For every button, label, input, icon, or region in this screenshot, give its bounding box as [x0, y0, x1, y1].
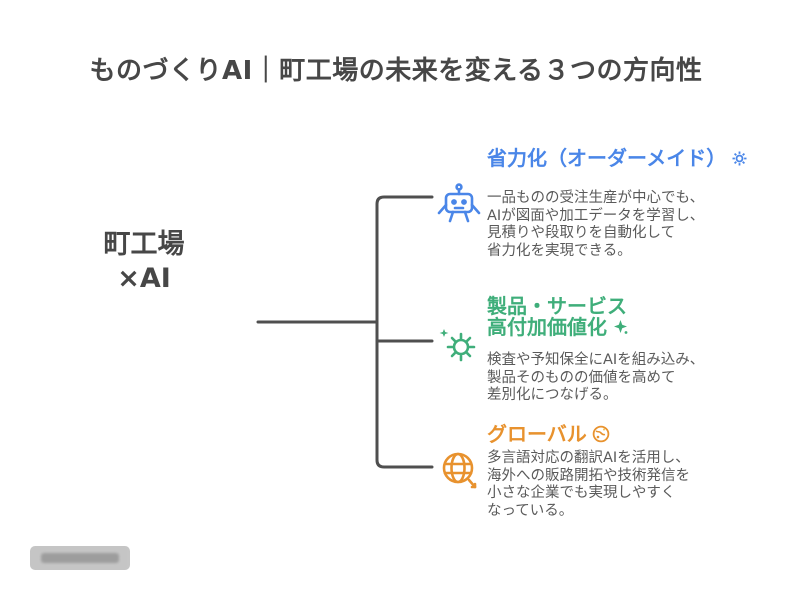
watermark-text-blur — [41, 553, 119, 563]
body-line: 小さな企業でも実現しやすく — [487, 485, 676, 501]
gear-icon — [439, 329, 476, 362]
body-line: 差別化につなげる。 — [487, 387, 618, 403]
root-node-label: 町工場 ×AI — [94, 228, 194, 296]
branch-body-global: 多言語対応の翻訳AIを活用し、 海外への販路開拓や技術発信を 小さな企業でも実現… — [487, 450, 690, 520]
gear-emoji-icon — [731, 150, 748, 171]
branch-heading-high-value: 製品・サービス 高付加価値化 — [487, 296, 629, 340]
body-line: 省力化を実現できる。 — [487, 242, 632, 259]
body-line: AIが図面や加工データを学習し、 — [487, 207, 705, 224]
branch-body-automation: 一品ものの受注生産が中心でも、 AIが図面や加工データを学習し、 見積りや段取り… — [487, 190, 704, 260]
root-label-line2: ×AI — [117, 263, 171, 294]
watermark-badge — [30, 546, 130, 570]
root-label-line1: 町工場 — [103, 229, 185, 260]
branch-heading-automation-label: 省力化（オーダーメイド） — [487, 146, 727, 170]
page-title: ものづくりAI｜町工場の未来を変える３つの方向性 — [89, 56, 703, 86]
body-line: 一品ものの受注生産が中心でも、 — [487, 190, 705, 206]
sparkle-emoji-icon — [612, 319, 629, 340]
branch-heading-high-value-line2-label: 高付加価値化 — [487, 315, 607, 339]
bracket-line — [375, 195, 434, 469]
body-line: 見積りや段取りを自動化して — [487, 225, 676, 241]
body-line: 検査や予知保全にAIを組み込み、 — [487, 352, 705, 368]
robot-icon — [437, 183, 481, 223]
branch-heading-automation: 省力化（オーダーメイド） — [487, 148, 748, 171]
branch-heading-high-value-line1: 製品・サービス — [487, 294, 627, 318]
body-line: 多言語対応の翻訳AIを活用し、 — [487, 450, 690, 466]
body-line: 製品そのものの価値を高めて — [487, 369, 676, 386]
branch-heading-high-value-line2: 高付加価値化 — [487, 317, 629, 340]
branch-body-high-value: 検査や予知保全にAIを組み込み、 製品そのものの価値を高めて 差別化につなげる。 — [487, 352, 704, 405]
body-line: なっている。 — [487, 502, 574, 519]
body-line: 海外への販路開拓や技術発信を — [487, 467, 690, 484]
globe-emoji-icon — [592, 425, 610, 447]
globe-icon — [442, 452, 477, 489]
branch-heading-global: グローバル — [487, 424, 610, 447]
branch-heading-global-label: グローバル — [487, 422, 587, 446]
